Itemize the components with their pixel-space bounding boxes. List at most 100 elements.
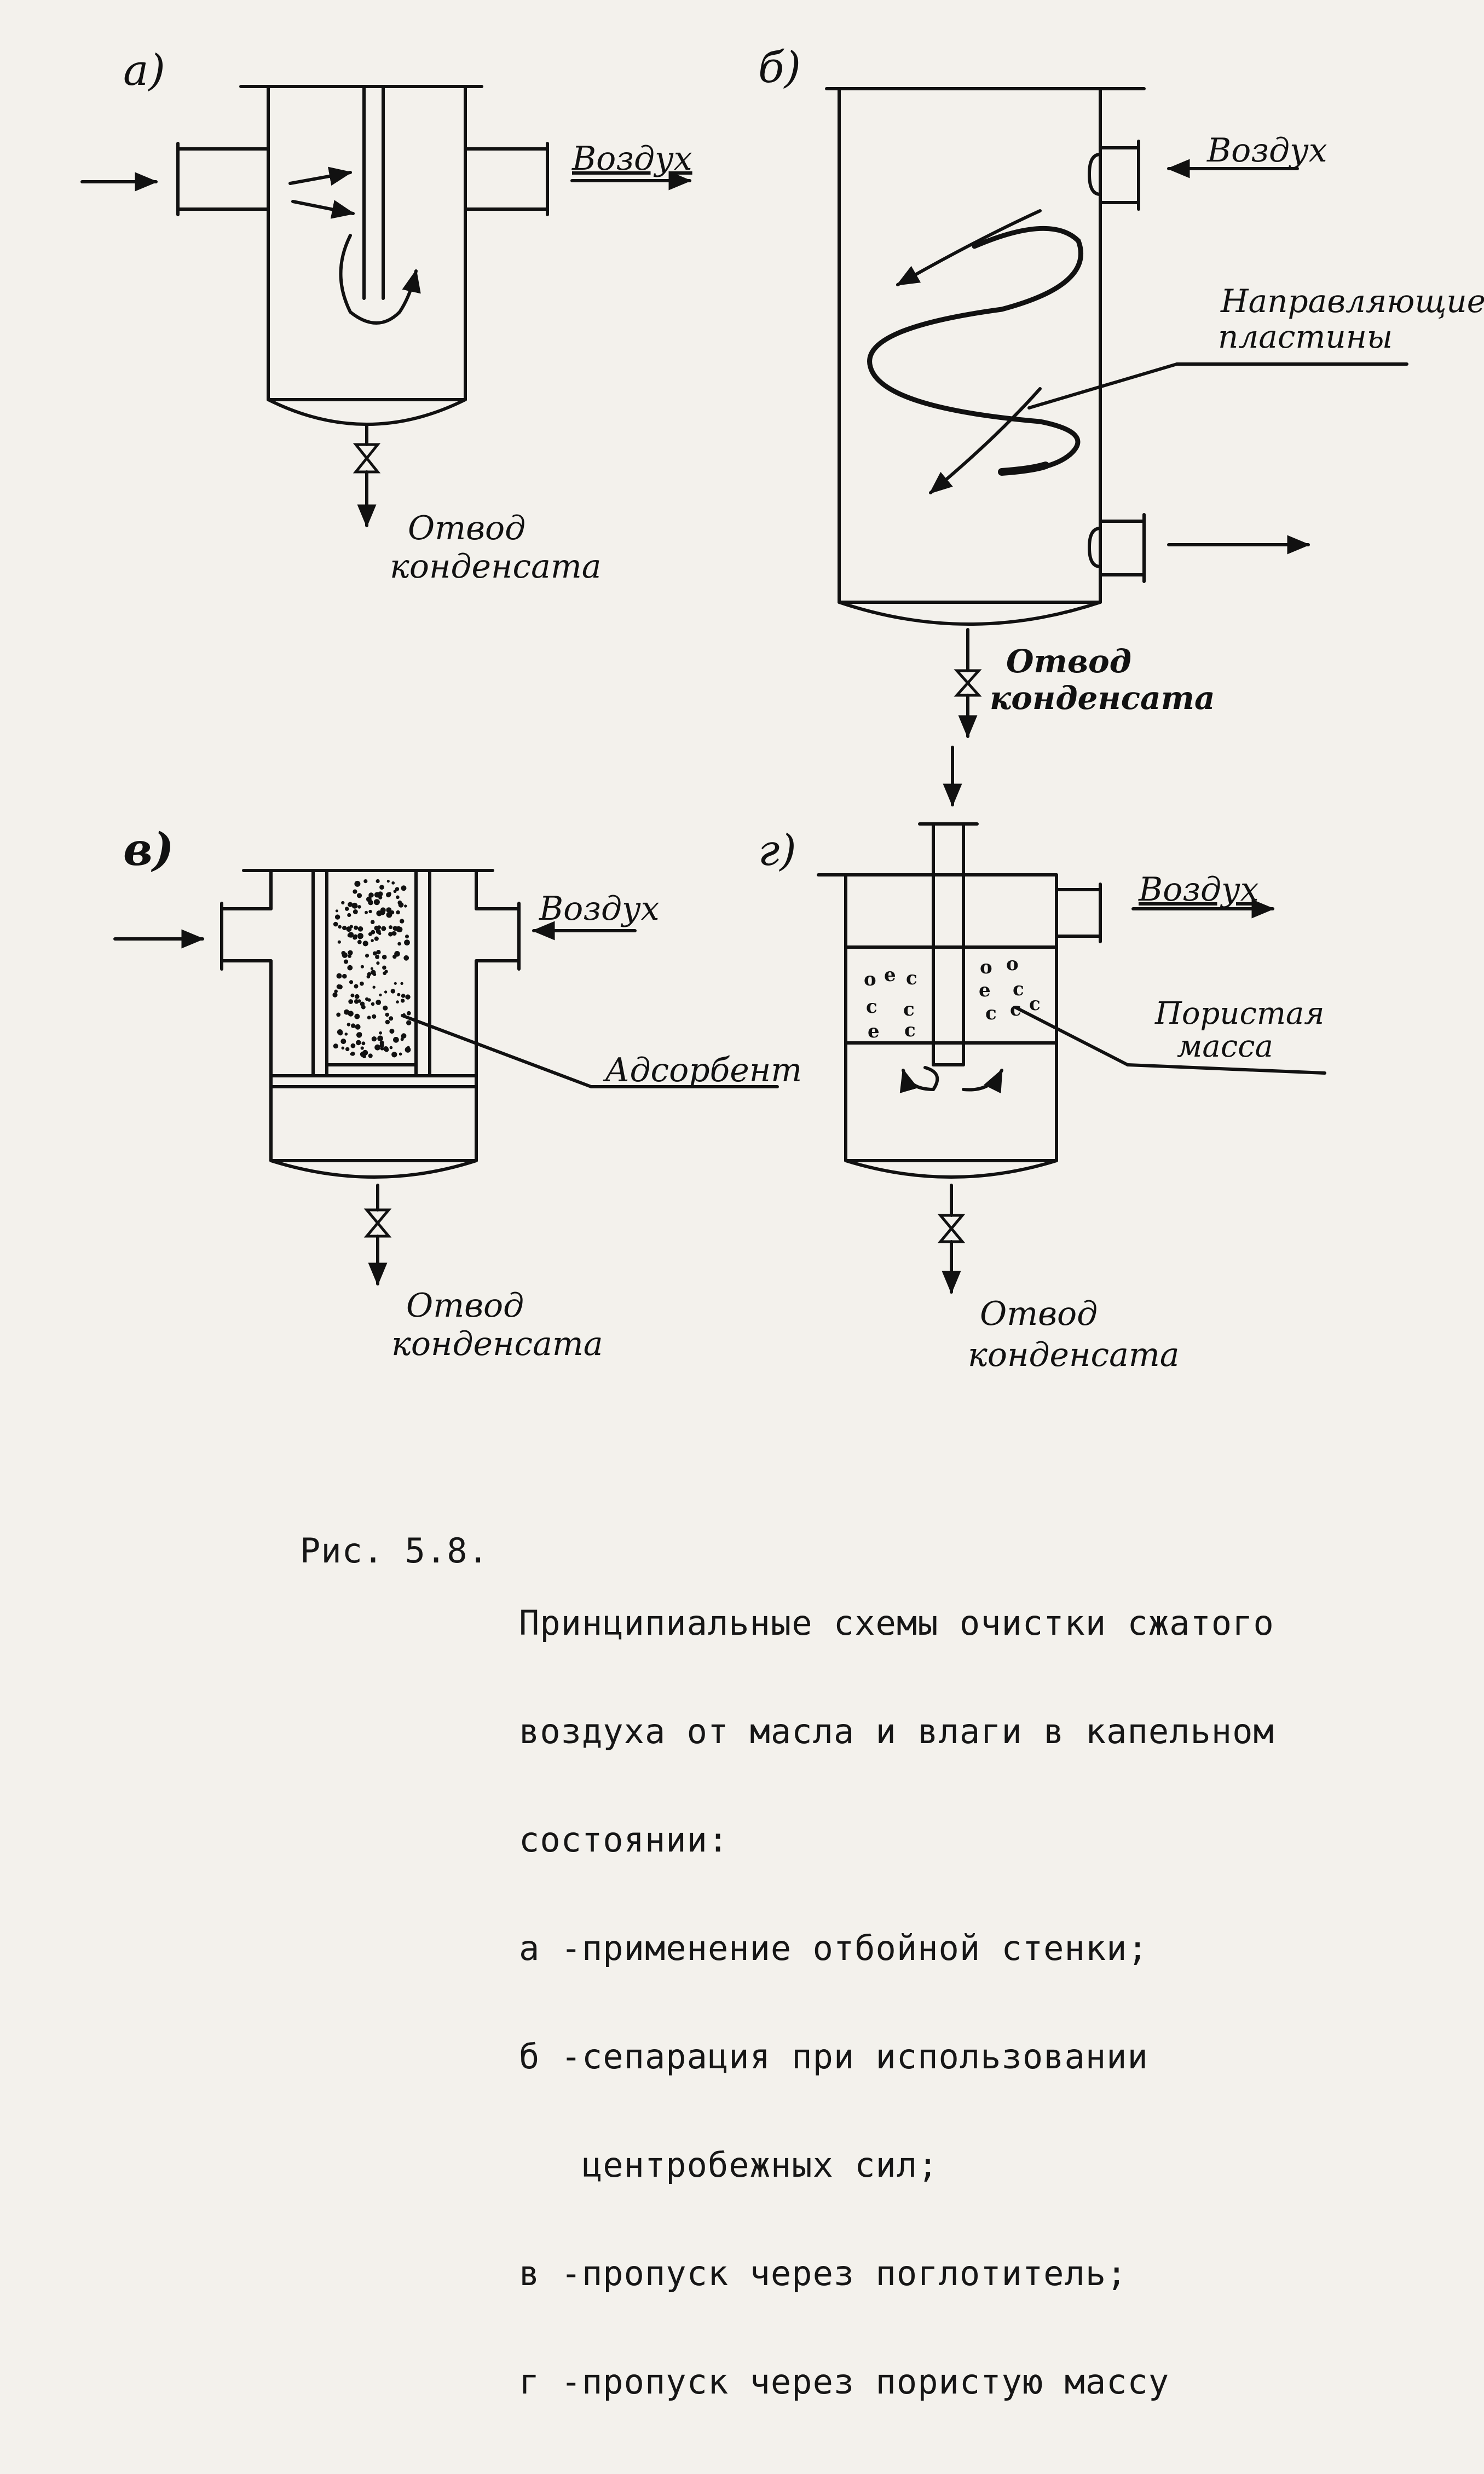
adsorbent-particle xyxy=(401,994,406,998)
adsorbent-particle xyxy=(401,885,407,891)
adsorbent-particle xyxy=(351,1023,356,1028)
adsorbent-particle xyxy=(383,1005,388,1011)
panel-v-drain-line2: конденсата xyxy=(391,1325,603,1363)
adsorbent-particle xyxy=(392,954,397,959)
adsorbent-particle xyxy=(378,932,382,935)
adsorbent-particle xyxy=(336,984,342,989)
caption-line: центробежных сил; xyxy=(519,2145,939,2185)
svg-text:c: c xyxy=(985,1002,997,1024)
svg-text:e: e xyxy=(884,964,896,986)
panel-g-drain-line1: Отвод xyxy=(980,1295,1098,1333)
adsorbent-particle xyxy=(395,887,400,891)
svg-text:o: o xyxy=(1006,953,1019,975)
panel-b-tag: б) xyxy=(758,43,801,93)
adsorbent-particle xyxy=(365,997,369,1001)
adsorbent-particle xyxy=(333,1043,338,1049)
adsorbent-particle xyxy=(334,914,340,920)
adsorbent-particle xyxy=(386,907,392,913)
adsorbent-particle xyxy=(406,1020,412,1025)
adsorbent-particle xyxy=(388,932,393,937)
adsorbent-particle xyxy=(363,879,368,884)
adsorbent-particle xyxy=(335,909,339,913)
adsorbent-particle xyxy=(354,925,359,930)
panel-g-porous-line2: масса xyxy=(1177,1029,1273,1064)
svg-text:c: c xyxy=(1029,993,1041,1015)
adsorbent-particle xyxy=(354,994,360,999)
caption-line: г -пропуск через пористую массу xyxy=(519,2362,1170,2402)
adsorbent-particle xyxy=(357,939,362,944)
adsorbent-particle xyxy=(365,910,368,914)
adsorbent-particle xyxy=(391,1052,397,1058)
panel-b-air-label: Воздух xyxy=(1206,131,1327,170)
adsorbent-particle xyxy=(362,941,368,947)
adsorbent-particle xyxy=(379,993,382,996)
adsorbent-particle xyxy=(404,939,410,945)
adsorbent-particle xyxy=(400,999,405,1003)
svg-text:c: c xyxy=(866,996,877,1018)
adsorbent-particle xyxy=(371,939,374,942)
adsorbent-particle xyxy=(350,1043,356,1048)
adsorbent-particle xyxy=(353,889,357,894)
panel-v-adsorbent-label: Адсорбент xyxy=(603,1051,802,1089)
adsorbent-particle xyxy=(337,1029,343,1035)
adsorbent-particle xyxy=(372,951,377,956)
svg-text:e: e xyxy=(979,979,991,1001)
adsorbent-particle xyxy=(370,967,373,970)
adsorbent-particle xyxy=(348,902,353,907)
caption-line: б -сепарация при использовании xyxy=(519,2037,1148,2077)
adsorbent-particle xyxy=(396,910,400,915)
adsorbent-particle xyxy=(353,909,358,914)
adsorbent-particle xyxy=(401,1035,405,1039)
adsorbent-particle xyxy=(360,1046,364,1050)
adsorbent-particle xyxy=(332,992,338,997)
adsorbent-particle xyxy=(349,980,354,984)
adsorbent-particle xyxy=(394,982,397,985)
separator-schemes-figure: oec cc ec oo ec ccc а) Воздух Отвод конд… xyxy=(80,43,1484,1374)
adsorbent-particle xyxy=(379,909,385,915)
panel-v-tag: в) xyxy=(123,823,174,876)
figure-caption: Рис. 5.8. Принципиальные схемы очистки с… xyxy=(300,1533,1395,2472)
adsorbent-particle xyxy=(405,1047,411,1053)
svg-text:c: c xyxy=(1013,978,1024,1000)
svg-text:c: c xyxy=(903,999,915,1020)
adsorbent-particle xyxy=(386,880,390,883)
adsorbent-particle xyxy=(368,909,372,914)
adsorbent-particle xyxy=(405,935,409,939)
adsorbent-particle xyxy=(380,1047,384,1051)
adsorbent-particle xyxy=(333,921,338,927)
adsorbent-particle xyxy=(403,955,409,961)
adsorbent-particle xyxy=(376,961,380,965)
adsorbent-particle xyxy=(390,910,395,915)
adsorbent-particle xyxy=(375,954,380,959)
adsorbent-particle xyxy=(342,925,347,931)
panel-g xyxy=(817,822,1326,1294)
adsorbent-particle xyxy=(356,1040,361,1046)
adsorbent-particle xyxy=(368,932,372,936)
adsorbent-particle xyxy=(397,942,401,946)
adsorbent-particle xyxy=(351,902,358,909)
adsorbent-particle xyxy=(384,1047,389,1052)
adsorbent-particle xyxy=(341,1046,345,1050)
panel-b-drain-line1: Отвод xyxy=(1006,643,1131,680)
adsorbent-particle xyxy=(361,1041,366,1046)
adsorbent-particle xyxy=(336,1012,341,1017)
panel-v xyxy=(113,869,779,1286)
svg-text:e: e xyxy=(868,1020,880,1042)
adsorbent-particle xyxy=(366,896,372,902)
adsorbent-particle xyxy=(347,913,351,918)
adsorbent-particle xyxy=(340,1039,347,1045)
adsorbent-particle xyxy=(347,965,353,971)
adsorbent-particle xyxy=(379,885,384,890)
svg-text:o: o xyxy=(980,956,992,978)
adsorbent-particle xyxy=(381,926,386,931)
adsorbent-particle xyxy=(378,891,383,897)
adsorbent-particle xyxy=(360,981,364,986)
adsorbent-particle xyxy=(357,935,362,939)
panel-a xyxy=(80,85,692,528)
caption-line: воздуха от масла и влаги в капельном xyxy=(519,1711,1274,1751)
panel-g-drain-line2: конденсата xyxy=(968,1336,1180,1374)
adsorbent-particle xyxy=(336,973,342,979)
adsorbent-particle xyxy=(344,1033,348,1036)
adsorbent-particle xyxy=(383,971,387,976)
